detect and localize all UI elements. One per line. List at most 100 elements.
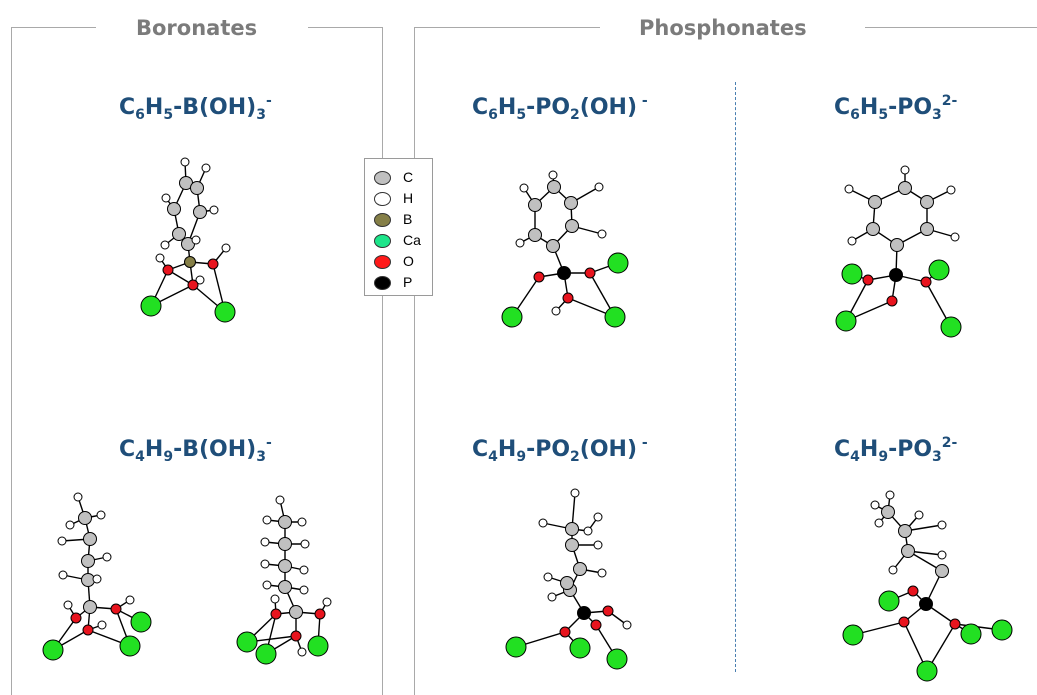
- calcium-atom: [140, 295, 162, 317]
- hydrogen-atom: [299, 565, 309, 575]
- hydrogen-atom: [551, 306, 561, 316]
- legend-label: C: [403, 169, 414, 185]
- legend-label: O: [403, 253, 414, 269]
- oxygen-atom: [207, 258, 219, 270]
- frame-phosphonates-left: [414, 27, 415, 695]
- oxygen-atom: [559, 626, 571, 638]
- section-title-phosphonates: Phosphonates: [629, 14, 817, 42]
- hydrogen-atom: [543, 572, 553, 582]
- carbon-atom: [868, 195, 882, 209]
- boron-swatch-icon: [374, 213, 391, 227]
- oxygen-atom: [602, 605, 614, 617]
- calcium-atom: [916, 660, 938, 682]
- hydrogen-atom: [844, 184, 854, 194]
- calcium-swatch-icon: [374, 234, 391, 248]
- hydrogen-atom: [583, 526, 593, 536]
- oxygen-atom: [82, 624, 94, 636]
- legend-item-oxygen: O: [365, 253, 434, 273]
- oxygen-atom: [590, 619, 602, 631]
- carbon-atom: [78, 511, 92, 525]
- hydrogen-atom: [547, 592, 557, 602]
- oxygen-atom: [270, 608, 282, 620]
- oxygen-atom: [898, 616, 910, 628]
- hydrogen-atom: [847, 236, 857, 246]
- legend-item-hydrogen: H: [365, 190, 434, 210]
- carbon-atom: [565, 538, 579, 552]
- carbon-atom: [546, 239, 560, 253]
- oxygen-atom: [110, 603, 122, 615]
- hydrogen-atom: [900, 165, 910, 175]
- oxygen-atom: [920, 276, 932, 288]
- formula-phenyl-phosphonate: C6H5-PO32-: [834, 93, 958, 123]
- calcium-atom: [878, 590, 900, 612]
- hydrogen-atom: [594, 182, 604, 192]
- molecule-phenyl-phosphonate: [835, 165, 962, 338]
- molecule-butyl-boronate-b: [236, 495, 332, 665]
- calcium-atom: [236, 631, 258, 653]
- hydrogen-atom: [885, 490, 895, 500]
- legend-item-phosphorus: P: [365, 274, 434, 294]
- calcium-atom: [255, 643, 277, 665]
- atom-legend: C H B Ca O P: [364, 158, 433, 296]
- carbon-atom: [881, 505, 895, 519]
- carbon-atom: [920, 195, 934, 209]
- calcium-atom: [501, 306, 523, 328]
- legend-label: B: [403, 211, 413, 227]
- hydrogen-atom: [262, 515, 272, 525]
- carbon-atom: [193, 205, 207, 219]
- legend-label: H: [403, 190, 414, 206]
- hydrogen-atom: [622, 620, 632, 630]
- hydrogen-atom: [548, 170, 558, 180]
- calcium-atom: [841, 263, 863, 285]
- carbon-swatch-icon: [374, 171, 391, 185]
- calcium-atom: [569, 637, 591, 659]
- hydrogen-atom: [195, 275, 205, 285]
- frame-boronates-right: [382, 27, 383, 695]
- hydrogen-atom: [322, 597, 332, 607]
- phosphorus-atom: [557, 266, 571, 280]
- hydrogen-atom: [570, 488, 580, 498]
- formula-butyl-phosphonate: C4H9-PO32-: [834, 435, 958, 465]
- oxygen-atom: [949, 618, 961, 630]
- hydrogen-atom: [297, 647, 307, 657]
- calcium-atom: [940, 316, 962, 338]
- molecule-phenyl-phosphonate-oh: [501, 170, 629, 328]
- carbon-atom: [81, 554, 95, 568]
- oxygen-atom: [584, 267, 596, 279]
- molecule-phenyl-boronate: [140, 157, 236, 323]
- carbon-atom: [190, 181, 204, 195]
- carbon-atom: [83, 532, 97, 546]
- frame-boronates-top-right: [308, 27, 383, 28]
- formula-butyl-phosphonate-oh: C4H9-PO2(OH) -: [472, 435, 648, 465]
- carbon-atom: [278, 515, 292, 529]
- oxygen-atom: [907, 585, 919, 597]
- oxygen-atom: [70, 612, 82, 624]
- phosphorus-atom: [919, 597, 933, 611]
- hydrogen-atom: [950, 232, 960, 242]
- carbon-atom: [278, 580, 292, 594]
- calcium-atom: [835, 310, 857, 332]
- hydrogen-atom: [270, 594, 280, 604]
- hydrogen-atom: [937, 550, 947, 560]
- hydrogen-atom: [888, 565, 898, 575]
- oxygen-atom: [562, 292, 574, 304]
- legend-item-boron: B: [365, 211, 434, 231]
- legend-item-carbon: C: [365, 169, 434, 189]
- carbon-atom: [890, 238, 904, 252]
- boron-atom: [184, 256, 196, 268]
- hydrogen-atom: [180, 157, 190, 167]
- carbon-atom: [565, 522, 579, 536]
- hydrogen-atom: [57, 536, 67, 546]
- section-title-boronates: Boronates: [126, 14, 268, 42]
- molecule-butyl-boronate-a: [42, 492, 152, 661]
- carbon-atom: [81, 573, 95, 587]
- frame-boronates-top-left: [11, 27, 96, 28]
- carbon-atom: [289, 605, 303, 619]
- oxygen-atom: [290, 630, 302, 642]
- hydrogen-atom: [260, 559, 270, 569]
- oxygen-atom: [314, 608, 326, 620]
- hydrogen-atom: [125, 595, 135, 605]
- hydrogen-atom: [201, 163, 211, 173]
- calcium-atom: [991, 619, 1013, 641]
- legend-label: Ca: [403, 232, 421, 248]
